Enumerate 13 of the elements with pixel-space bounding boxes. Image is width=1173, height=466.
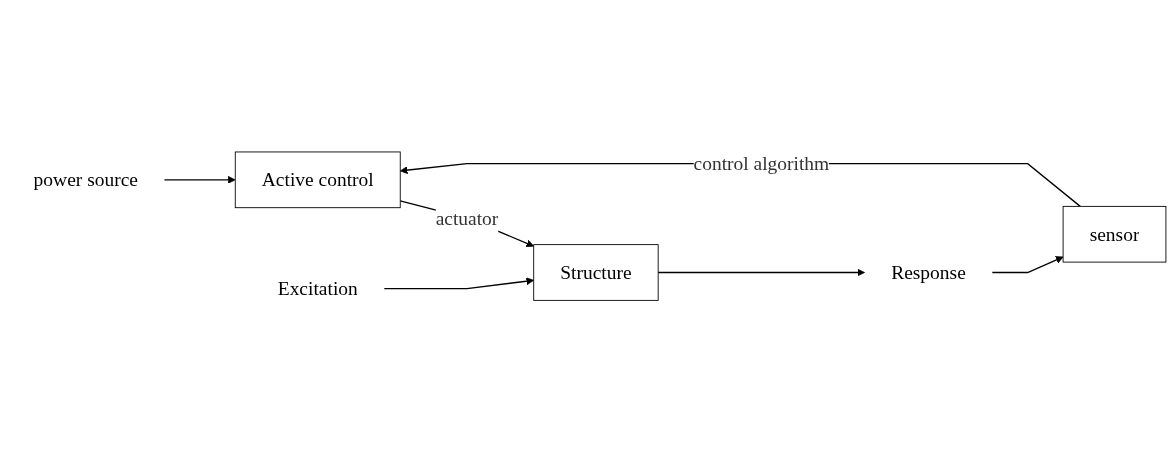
arrow (383, 277, 535, 290)
edge-label: actuator (435, 207, 499, 230)
edge-label: control algorithm (693, 152, 830, 175)
node-text: power source (33, 168, 138, 192)
arrow (399, 200, 535, 248)
arrow (991, 256, 1064, 274)
node-text: Excitation (277, 277, 358, 300)
node-box: sensor (1062, 206, 1167, 263)
arrow (657, 268, 865, 277)
arrow (163, 176, 236, 184)
node-text: Response (891, 261, 966, 284)
node-box: Active control (234, 151, 401, 209)
node-box: Structure (533, 244, 659, 301)
